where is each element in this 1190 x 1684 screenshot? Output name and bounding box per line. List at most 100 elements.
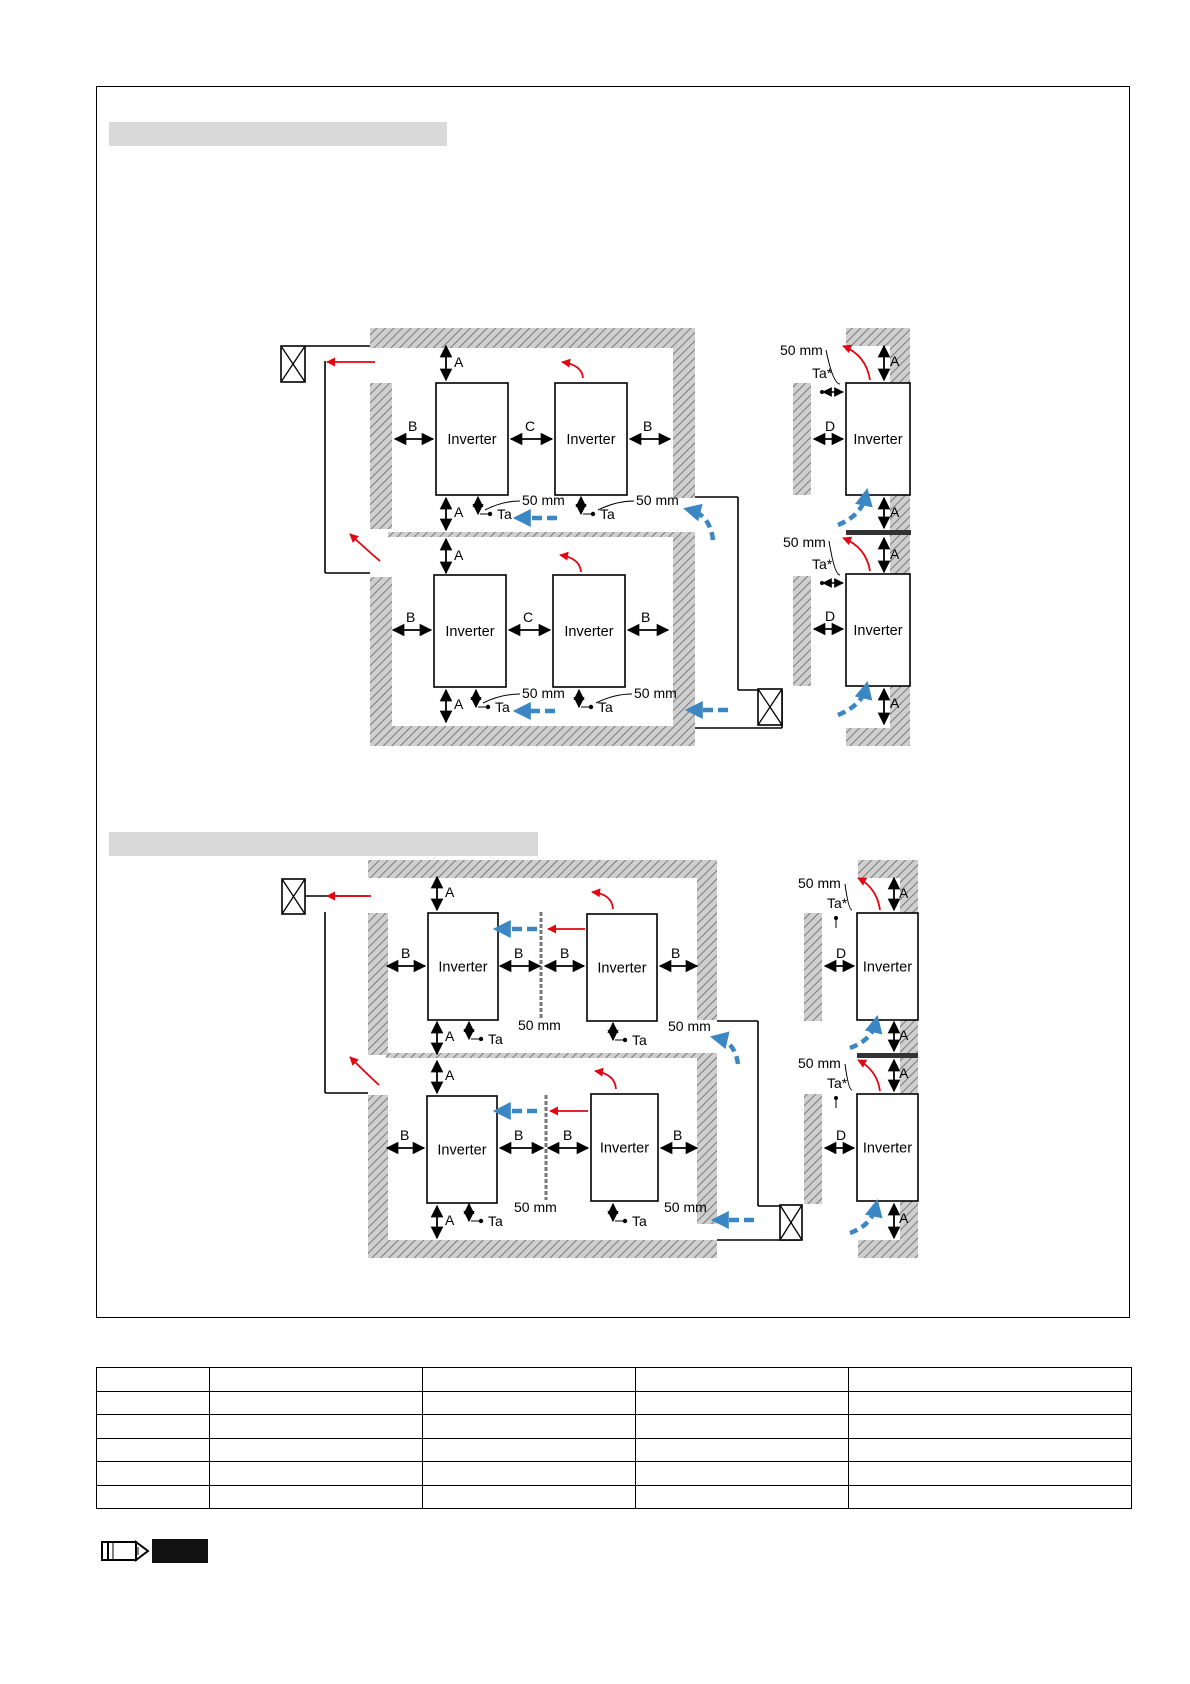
clearance-label-a: A	[445, 884, 455, 900]
table-row	[96, 1437, 1132, 1462]
dimension-50mm: 50 mm	[664, 1199, 707, 1215]
ta-star-label: Ta*	[812, 556, 833, 572]
dimension-leader	[828, 540, 841, 576]
table-cell	[635, 1414, 849, 1439]
table-row	[96, 1367, 1132, 1392]
table-cell	[635, 1390, 849, 1415]
inverter-label: Inverter	[853, 623, 902, 639]
clearance-label-a: A	[445, 1212, 455, 1228]
table-cell	[848, 1390, 1132, 1415]
clearance-label-b: B	[400, 1127, 409, 1143]
clearance-label-b: B	[401, 945, 410, 961]
table-row	[96, 1390, 1132, 1415]
table-cell	[848, 1437, 1132, 1462]
ta-sensor-point	[622, 1037, 628, 1043]
clearance-label-d: D	[836, 945, 846, 961]
ta-star-label: Ta*	[827, 1075, 848, 1091]
hot-air-outlet-arrow	[842, 536, 871, 572]
table-cell	[422, 1390, 636, 1415]
ta-label: Ta	[600, 506, 615, 522]
clearance-label-a: A	[899, 1065, 909, 1081]
cool-air-inlet-arrow	[849, 1014, 883, 1051]
side-left-wall-lower	[804, 1094, 822, 1204]
table-cell	[422, 1367, 636, 1392]
inverter-label: Inverter	[438, 960, 487, 976]
table-cell	[422, 1437, 636, 1462]
ta-label: Ta	[598, 699, 613, 715]
clearance-label-b: B	[406, 609, 415, 625]
inverter-box	[845, 382, 911, 496]
inverter-box	[845, 573, 911, 687]
clearance-label-a: A	[890, 353, 900, 369]
table-cell	[96, 1367, 210, 1392]
cool-air-inlet-arrow	[709, 1031, 741, 1065]
ta-label: Ta	[632, 1032, 647, 1048]
inverter-label: Inverter	[437, 1143, 486, 1159]
side-bottom-wall	[858, 1240, 918, 1258]
note-label-block	[152, 1539, 208, 1563]
table-cell	[209, 1484, 423, 1509]
ta-sensor-point	[622, 1218, 628, 1224]
hot-air-outlet-arrow	[349, 1056, 380, 1086]
ta-sensor-point	[820, 390, 824, 394]
table-row	[96, 1461, 1132, 1486]
table-cell	[848, 1414, 1132, 1439]
clearance-label-a: A	[899, 1027, 909, 1043]
side-top-wall	[858, 860, 918, 878]
cabinet-middle-shelf	[386, 1053, 717, 1058]
table-cell	[209, 1461, 423, 1486]
dimension-50mm: 50 mm	[522, 492, 565, 508]
hot-air-outlet-arrow	[559, 551, 582, 573]
cool-air-inlet-arrow	[837, 680, 873, 718]
clearance-label-a: A	[890, 695, 900, 711]
dimension-leader	[482, 693, 521, 704]
inverter-box	[856, 912, 919, 1021]
ta-sensor-point	[478, 1218, 484, 1224]
inverter-label: Inverter	[564, 624, 613, 640]
clearance-label-b: B	[673, 1127, 682, 1143]
table-cell	[96, 1437, 210, 1462]
table-row	[96, 1484, 1132, 1509]
inverter-box	[426, 1095, 498, 1204]
inverter-box	[856, 1093, 919, 1202]
clearance-label-b: B	[408, 418, 417, 434]
clearance-label-a: A	[890, 546, 900, 562]
clearance-label-b: B	[641, 609, 650, 625]
clearance-label-a: A	[454, 696, 464, 712]
ta-sensor-point	[478, 1036, 484, 1042]
table-cell	[422, 1484, 636, 1509]
dimension-50mm: 50 mm	[668, 1018, 711, 1034]
clearance-label-b: B	[563, 1127, 572, 1143]
dimension-leader	[844, 1063, 853, 1091]
table-cell	[422, 1461, 636, 1486]
inverter-label: Inverter	[447, 432, 496, 448]
table-cell	[209, 1437, 423, 1462]
ta-label: Ta	[495, 699, 510, 715]
clearance-label-b: B	[671, 945, 680, 961]
fan-icon-cross	[779, 1204, 803, 1241]
installation-figure-frame	[96, 86, 1130, 1318]
dimension-50mm: 50 mm	[798, 1055, 841, 1071]
inverter-box	[552, 574, 626, 688]
fan-icon-cross	[757, 688, 783, 726]
clearance-label-b: B	[514, 1127, 523, 1143]
side-bottom-wall	[846, 728, 910, 746]
table-cell	[422, 1414, 636, 1439]
table-cell	[96, 1484, 210, 1509]
clearance-label-d: D	[825, 608, 835, 624]
ta-star-label: Ta*	[827, 895, 848, 911]
ta-sensor-point	[487, 511, 493, 517]
dimension-50mm: 50 mm	[780, 342, 823, 358]
dimension-50mm: 50 mm	[636, 492, 679, 508]
dimension-50mm: 50 mm	[522, 685, 565, 701]
table-cell	[209, 1390, 423, 1415]
clearance-label-a: A	[445, 1028, 455, 1044]
table-row	[96, 1414, 1132, 1439]
cabinet-bottom-wall	[368, 1240, 717, 1258]
cabinet-left-wall-upper	[370, 383, 392, 529]
hot-air-outlet-arrow	[842, 344, 871, 381]
side-left-wall-upper	[793, 383, 811, 495]
clearance-label-b: B	[560, 945, 569, 961]
dimension-leader	[484, 500, 521, 511]
cabinet-right-wall-lower	[697, 1058, 717, 1224]
